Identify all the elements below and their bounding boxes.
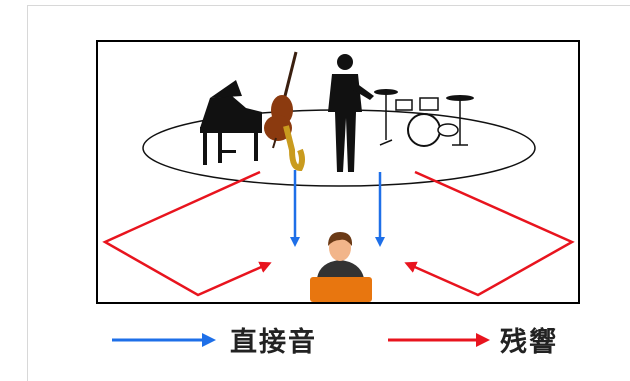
legend-reverb-label: 残響 [500,327,558,358]
listener-icon [310,232,372,302]
singer-icon [328,54,374,172]
frame-border-top [27,5,630,6]
frame-border-left [27,5,28,381]
reverb-path-left [102,170,272,297]
grand-piano-icon [200,80,262,165]
reverb-path-right [404,170,575,297]
legend-direct-label: 直接音 [230,327,317,358]
saxophone-icon [283,125,305,172]
drum-kit-icon [374,89,474,147]
double-bass-icon [264,51,298,149]
